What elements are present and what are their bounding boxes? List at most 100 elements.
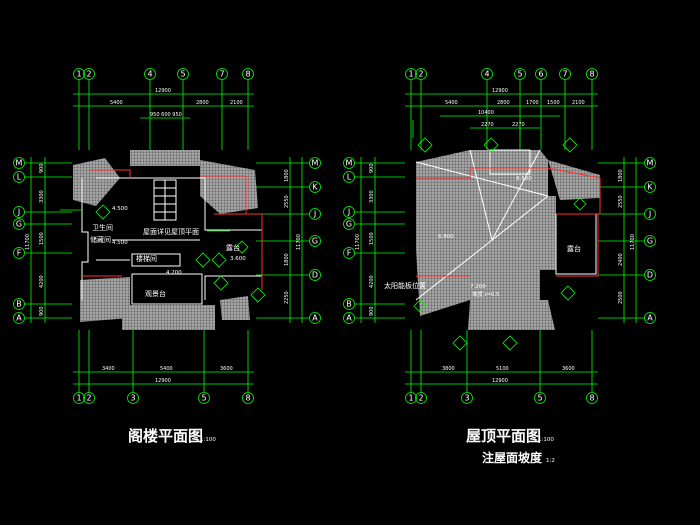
roof-left-dim: 4200 <box>369 275 375 288</box>
roof-bottom-axis-bubbles: 1 2 3 5 8 <box>405 392 598 404</box>
svg-text:5: 5 <box>537 394 542 403</box>
roof-top-total-dim: 12900 <box>492 88 508 94</box>
axis-bubble: 2 <box>415 68 427 80</box>
roof-right-axis-bubbles: M K J G D A <box>644 157 656 324</box>
svg-text:G: G <box>16 220 22 229</box>
axis-bubble: A <box>309 312 321 324</box>
svg-text:2: 2 <box>86 394 91 403</box>
attic-top-total-dim: 12900 <box>155 88 171 94</box>
axis-bubble: J <box>343 206 355 218</box>
attic-top-dim: 2100 <box>230 100 243 106</box>
axis-bubble: 1 <box>73 68 85 80</box>
attic-markers <box>60 204 266 303</box>
svg-text:K: K <box>647 183 653 192</box>
svg-text:8: 8 <box>245 70 250 79</box>
roof-top-dim: 2100 <box>572 100 585 106</box>
roof-top-sub-dim: 10400 <box>478 110 494 116</box>
roof-axis-leaders <box>410 80 593 392</box>
svg-text:D: D <box>312 271 318 280</box>
axis-bubble: M <box>13 157 25 169</box>
attic-bottom-dim: 3400 <box>102 366 115 372</box>
axis-bubble: G <box>13 218 25 230</box>
room-label-bathroom: 卫生间 <box>92 223 113 232</box>
svg-text:G: G <box>346 220 352 229</box>
roof-bottom-total-dim: 12900 <box>492 378 508 384</box>
roof-right-dim: 2400 <box>618 253 624 266</box>
axis-bubble: M <box>309 157 321 169</box>
attic-top-small-dim: 950 600 950 <box>150 112 182 118</box>
svg-text:8: 8 <box>589 394 594 403</box>
svg-text:7: 7 <box>562 70 567 79</box>
svg-text:1: 1 <box>408 394 413 403</box>
svg-text:6: 6 <box>538 70 543 79</box>
svg-text:L: L <box>347 173 352 182</box>
svg-text:F: F <box>17 249 22 258</box>
svg-text:2: 2 <box>418 70 423 79</box>
attic-roof-hatches <box>73 150 258 330</box>
note-roof-reference: 屋面详见屋顶平面 <box>143 227 199 236</box>
svg-text:1: 1 <box>76 70 81 79</box>
attic-left-dim: 4200 <box>39 275 45 288</box>
svg-text:2: 2 <box>418 394 423 403</box>
svg-text:B: B <box>346 300 352 309</box>
attic-right-axis-bubbles: M K J G D A <box>309 157 321 324</box>
axis-bubble: 7 <box>216 68 228 80</box>
svg-text:B: B <box>16 300 22 309</box>
roof-right-dim: 1800 <box>618 169 624 182</box>
axis-bubble: F <box>13 247 25 259</box>
attic-right-dim: 1800 <box>284 253 290 266</box>
svg-text:M: M <box>346 159 353 168</box>
roof-left-axis-bubbles: M L J G F B A <box>343 157 355 324</box>
axis-bubble: F <box>343 247 355 259</box>
roof-left-total-dim: 11700 <box>355 234 361 250</box>
axis-bubble: 8 <box>242 392 254 404</box>
svg-text:4: 4 <box>147 70 152 79</box>
roof-bottom-dim: 5100 <box>496 366 509 372</box>
roof-top-sub-dim: 2270 <box>481 122 494 128</box>
roof-top-dimension-lines <box>405 93 598 129</box>
axis-bubble: 4 <box>144 68 156 80</box>
axis-bubble: 3 <box>127 392 139 404</box>
axis-bubble: J <box>13 206 25 218</box>
axis-bubble: 2 <box>415 392 427 404</box>
axis-bubble: G <box>343 218 355 230</box>
axis-bubble: B <box>343 298 355 310</box>
axis-bubble: 1 <box>405 68 417 80</box>
roof-bottom-dimension-lines <box>405 371 598 385</box>
axis-bubble: 5 <box>177 68 189 80</box>
axis-bubble: J <box>309 208 321 220</box>
attic-bottom-axis-bubbles: 1 2 3 5 8 <box>73 392 254 404</box>
roof-top-dim: 1500 <box>547 100 560 106</box>
elevation-mark: 8.500 <box>516 176 532 182</box>
axis-bubble: 5 <box>534 392 546 404</box>
attic-left-total-dim: 11700 <box>25 234 31 250</box>
axis-bubble: 7 <box>559 68 571 80</box>
svg-text:A: A <box>346 314 352 323</box>
axis-bubble: M <box>644 157 656 169</box>
roof-red-outlines <box>416 167 601 277</box>
attic-bottom-dim: 3600 <box>220 366 233 372</box>
axis-bubble: B <box>13 298 25 310</box>
svg-text:D: D <box>647 271 653 280</box>
roof-top-dim: 5400 <box>445 100 458 106</box>
roof-markers <box>412 120 587 351</box>
elevation-mark: 7.200 <box>470 284 486 290</box>
roof-top-dim: 1700 <box>526 100 539 106</box>
attic-right-dim: 2250 <box>284 291 290 304</box>
attic-plan-drawing: 1 2 4 5 7 8 12900 5400 2800 2100 950 600… <box>13 68 321 445</box>
axis-bubble: 5 <box>514 68 526 80</box>
axis-bubble: 8 <box>242 68 254 80</box>
attic-left-dim: 900 <box>39 163 45 173</box>
axis-bubble: K <box>309 181 321 193</box>
attic-bottom-dimension-lines <box>73 371 254 385</box>
elevation-mark: 6.800 <box>438 234 454 240</box>
axis-bubble: 5 <box>198 392 210 404</box>
roof-hatched-surfaces <box>416 150 600 330</box>
svg-text:M: M <box>16 159 23 168</box>
attic-top-dimension-lines <box>73 93 254 119</box>
axis-bubble: A <box>343 312 355 324</box>
svg-text:A: A <box>312 314 318 323</box>
roof-bottom-dim: 3800 <box>442 366 455 372</box>
axis-bubble: A <box>644 312 656 324</box>
